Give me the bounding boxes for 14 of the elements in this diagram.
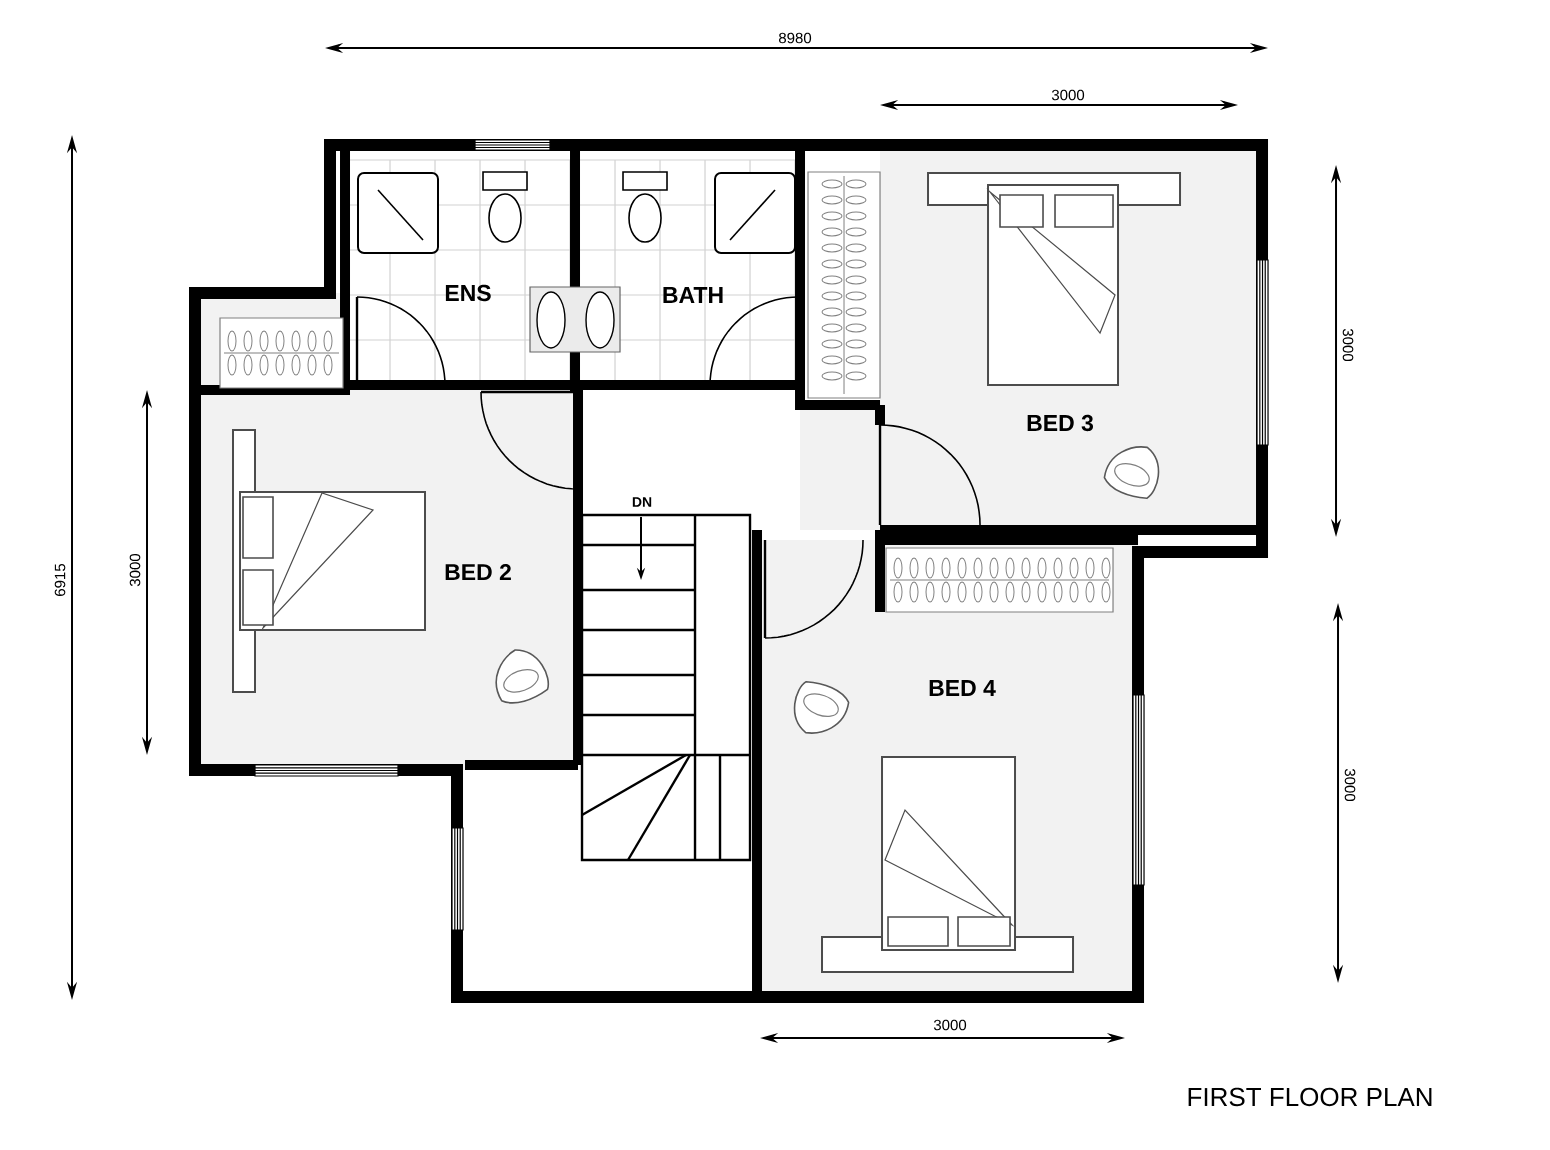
room-label: BATH bbox=[663, 287, 723, 303]
dimension-text: 3000 bbox=[933, 1019, 967, 1031]
room-label: ENS bbox=[445, 284, 491, 302]
dimension-text: 6915 bbox=[54, 563, 66, 596]
dimension-text: 3000 bbox=[129, 553, 141, 587]
plan-title: FIRST FLOOR PLAN bbox=[1188, 1087, 1432, 1107]
dimension-text: 8980 bbox=[779, 32, 812, 44]
dimension-text: 3000 bbox=[1342, 328, 1354, 362]
dimension-text: 3000 bbox=[1051, 89, 1085, 101]
room-label: BED 3 bbox=[1027, 414, 1093, 432]
stair-label: DN bbox=[632, 497, 652, 507]
dimension-text: 3000 bbox=[1344, 768, 1356, 802]
room-label: BED 2 bbox=[445, 563, 511, 581]
room-label: BED 4 bbox=[929, 680, 996, 696]
